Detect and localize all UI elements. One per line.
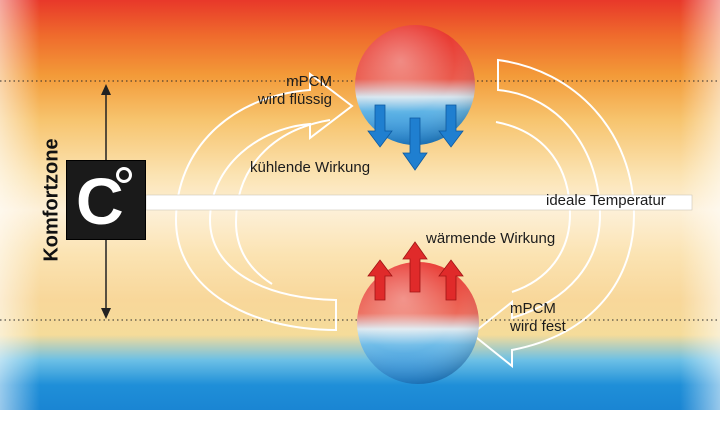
cycle-arrow-right-inner <box>495 121 572 293</box>
cooling-effect-label: kühlende Wirkung <box>250 159 371 176</box>
cycle-arrow-left <box>174 71 354 332</box>
warming-effect-label: wärmende Wirkung <box>426 230 556 247</box>
arrow-up-icon <box>367 259 393 301</box>
arrow-up-icon <box>438 259 464 301</box>
comfort-zone-arrowhead-top <box>101 84 111 95</box>
ideal-temperature-label: ideale Temperatur <box>546 192 666 209</box>
arrow-up-icon <box>402 241 428 293</box>
comfort-zone-arrowhead-bottom <box>101 308 111 319</box>
bottom-margin <box>0 410 720 442</box>
background-fade-left <box>0 0 40 410</box>
mpcm-liquid-label: mPCM wird flüssig <box>240 73 332 109</box>
arrow-down-icon <box>438 104 464 148</box>
mpcm-solid-label-line2: wird fest <box>510 318 566 335</box>
arrow-down-icon <box>402 117 428 171</box>
mpcm-liquid-label-line2: wird flüssig <box>257 91 332 108</box>
mpcm-solid-label: mPCM wird fest <box>510 300 566 336</box>
mpcm-liquid-label-line1: mPCM <box>286 73 332 90</box>
logo-letter: C <box>76 164 124 238</box>
cycle-arrow-right <box>470 58 636 369</box>
celsius-degree-icon: C <box>66 160 146 240</box>
ideal-temperature-bar <box>145 194 693 211</box>
arrow-down-icon <box>367 104 393 148</box>
degree-ring-icon <box>116 167 132 183</box>
comfort-zone-label-text: Komfortzone <box>40 138 63 262</box>
mpcm-solid-label-line1: mPCM <box>510 300 556 317</box>
